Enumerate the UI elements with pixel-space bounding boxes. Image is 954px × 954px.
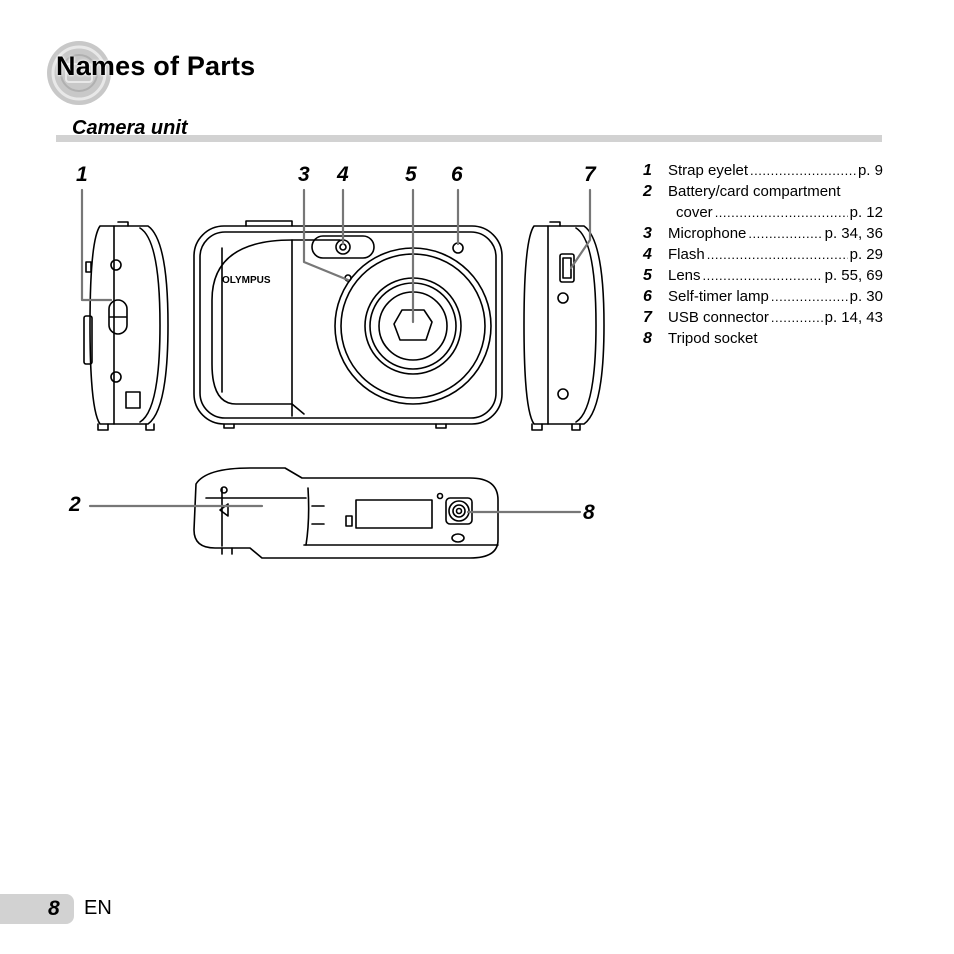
part-name: USB connector [668,309,769,326]
part-name: Tripod socket [668,330,758,347]
callout-6: 6 [451,163,463,186]
callout-4: 4 [337,163,349,186]
dot-leader [748,223,822,244]
part-number: 2 [643,183,652,200]
callout-3: 3 [298,163,310,186]
part-number: 7 [643,309,652,326]
list-item: 5 Lens p. 55, 69 [643,265,883,286]
part-number: 1 [643,162,652,179]
page-language: EN [84,897,112,919]
dot-leader [750,160,856,181]
callout-2: 2 [69,493,81,516]
camera-left-side-view [83,221,169,431]
page-reference: p. 14, 43 [824,309,883,326]
dot-leader [703,265,823,286]
part-name: Strap eyelet [668,162,749,179]
callout-leaders [80,188,592,514]
page-reference: p. 55, 69 [824,267,883,284]
part-number: 8 [643,330,652,347]
page-reference: p. 9 [857,162,883,179]
list-item: 8 Tripod socket [643,328,883,349]
list-item: 6 Self-timer lamp p. 30 [643,286,883,307]
part-name: Lens [668,267,701,284]
parts-list: 1 Strap eyelet p. 9 2 Battery/card compa… [643,160,883,349]
section-title: Camera unit [72,117,188,139]
list-item: 7 USB connector p. 14, 43 [643,307,883,328]
dot-leader [771,307,823,328]
page-title: Names of Parts [56,51,256,81]
part-number: 6 [643,288,652,305]
part-name: Microphone [668,225,747,242]
page-reference: p. 30 [849,288,883,305]
dot-leader [715,202,848,223]
camera-front-view [193,220,503,429]
part-name-continued: cover [676,204,713,221]
section-divider [56,135,882,142]
page-number: 8 [48,897,60,920]
callout-7: 7 [584,163,596,186]
part-number: 5 [643,267,652,284]
list-item: 1 Strap eyelet p. 9 [643,160,883,181]
dot-leader [771,286,848,307]
list-item: 4 Flash p. 29 [643,244,883,265]
page-number-tab [0,894,74,924]
camera-right-side-view [523,221,605,431]
list-item: 2 Battery/card compartment cover p. 12 [643,181,883,223]
part-number: 3 [643,225,652,242]
callout-5: 5 [405,163,417,186]
page-reference: p. 34, 36 [824,225,883,242]
part-name: Battery/card compartment [668,183,841,200]
dot-leader [707,244,848,265]
brand-logo: OLYMPUS [222,275,271,286]
camera-bottom-view [193,467,499,559]
part-name: Self-timer lamp [668,288,769,305]
page-reference: p. 12 [849,204,883,221]
page-reference: p. 29 [849,246,883,263]
svg-text:OLYMPUS: OLYMPUS [222,275,271,286]
section-badge-icon [47,41,111,105]
part-number: 4 [643,246,652,263]
list-item: 3 Microphone p. 34, 36 [643,223,883,244]
callout-8: 8 [583,501,595,524]
part-name: Flash [668,246,705,263]
callout-1: 1 [76,163,88,186]
